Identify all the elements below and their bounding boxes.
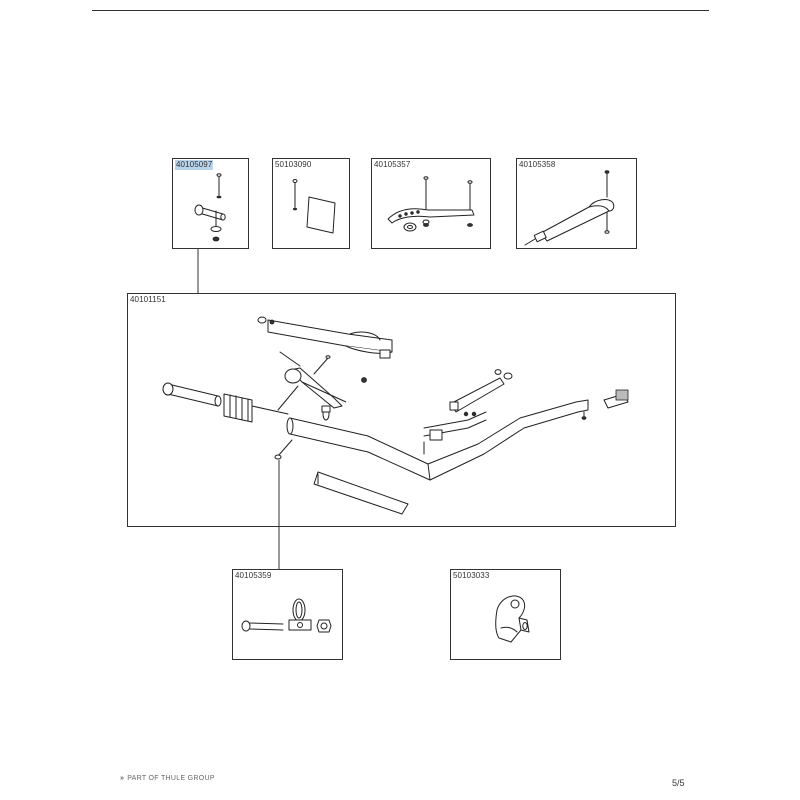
d-ring-bolt-drawing: [241, 598, 332, 633]
chevron-right-icon: »: [120, 775, 125, 782]
footer-brand-text: PART OF THULE GROUP: [127, 775, 215, 782]
part-box-50103090: 50103090: [272, 158, 350, 249]
part-number: 40105357: [374, 160, 411, 169]
part-box-40105358: 40105358: [516, 158, 637, 249]
main-frame-drawing: [162, 316, 629, 515]
part-box-40105097: 40105097: [172, 158, 249, 249]
part-number: 50103090: [275, 160, 312, 169]
part-box-40105357: 40105357: [371, 158, 491, 249]
part-number: 40105097: [175, 160, 214, 170]
part-number: 40105359: [235, 571, 272, 580]
strap-drawing: [524, 170, 615, 246]
bracket-drawing: [495, 595, 530, 643]
callout-line-40105359: [278, 460, 280, 570]
part-box-40105359: 40105359: [232, 569, 343, 660]
part-number: 40105358: [519, 160, 556, 169]
part-number: 40101151: [130, 295, 166, 304]
footer-brand: »PART OF THULE GROUP: [120, 775, 215, 782]
part-number: 50103033: [453, 571, 490, 580]
strap-bracket-drawing: [387, 176, 475, 232]
page-number: 5/5: [672, 778, 685, 788]
tag-drawing: [292, 179, 336, 234]
part-box-50103033: 50103033: [450, 569, 561, 660]
pin-assembly-drawing: [194, 173, 226, 242]
header-rule: [92, 10, 709, 11]
part-box-40101151: 40101151: [127, 293, 676, 527]
